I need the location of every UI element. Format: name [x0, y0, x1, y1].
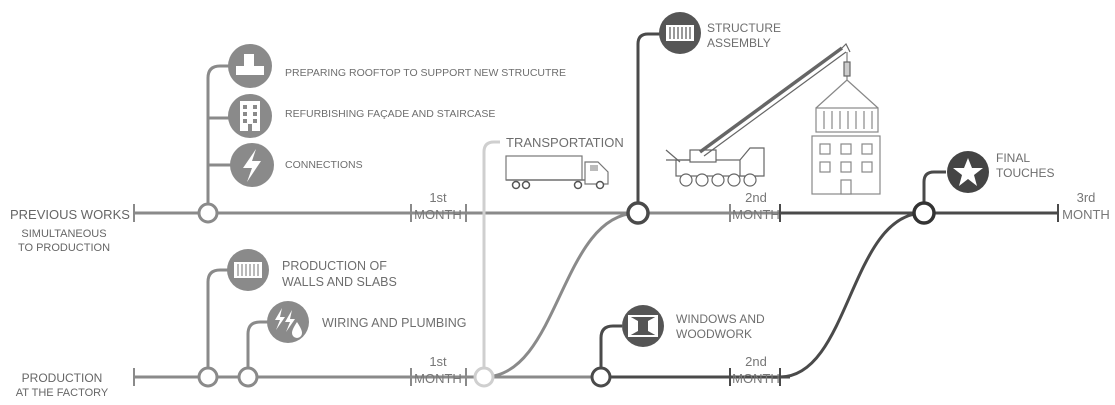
top-track-label: PREVIOUS WORKS SIMULTANEOUS TO PRODUCTIO…: [10, 207, 130, 254]
step-label-line-2: TOUCHES: [996, 166, 1054, 180]
top-track-subtitle-2: TO PRODUCTION: [18, 242, 110, 254]
step-label: REFURBISHING FAÇADE AND STAIRCASE: [285, 108, 495, 120]
month-word: MONTH: [414, 207, 462, 222]
month-marker-top-second: 2nd MONTH: [730, 190, 780, 222]
step-label-line-1: WINDOWS AND: [676, 312, 765, 326]
node-assembly: [628, 203, 648, 223]
month-number: 1st: [429, 354, 447, 369]
step-rooftop: PREPARING ROOFTOP TO SUPPORT NEW STRUCUT…: [228, 44, 566, 88]
node-windows: [592, 368, 610, 386]
step-windows: WINDOWS AND WOODWORK: [622, 305, 765, 347]
node-wiring: [239, 368, 257, 386]
month-marker-top-first: 1st MONTH: [411, 190, 466, 222]
building-illustration: [812, 80, 880, 194]
step-connections: CONNECTIONS: [230, 143, 363, 187]
step-label: TRANSPORTATION: [506, 135, 624, 150]
node-transportation: [475, 368, 493, 386]
month-marker-top-third: 3rd MONTH: [1058, 190, 1110, 222]
step-label-line-1: PRODUCTION OF: [282, 259, 387, 273]
month-number: 3rd: [1077, 190, 1096, 205]
window-icon: [622, 305, 664, 347]
top-track-title: PREVIOUS WORKS: [10, 207, 130, 222]
node-walls: [199, 368, 217, 386]
month-word: MONTH: [414, 371, 462, 386]
lightning-icon: [230, 143, 274, 187]
step-label: PREPARING ROOFTOP TO SUPPORT NEW STRUCUT…: [285, 67, 566, 79]
assembly-branch: [638, 34, 660, 213]
step-facade: REFURBISHING FAÇADE AND STAIRCASE: [228, 94, 495, 138]
step-label: WIRING AND PLUMBING: [322, 316, 466, 330]
step-final: FINAL TOUCHES: [947, 151, 1054, 193]
container-icon: [227, 249, 269, 291]
month-word: MONTH: [732, 207, 780, 222]
step-label-line-1: FINAL: [996, 151, 1030, 165]
rooftop-icon: [228, 44, 272, 88]
transportation-branch: [484, 142, 500, 377]
month-word: MONTH: [1062, 207, 1110, 222]
bottom-track-title: PRODUCTION: [22, 371, 103, 385]
bottom-track-subtitle: AT THE FACTORY: [16, 387, 109, 399]
month-marker-bottom-second: 2nd MONTH: [730, 354, 780, 386]
month-marker-bottom-first: 1st MONTH: [411, 354, 466, 386]
container-icon: [659, 12, 701, 54]
node-final: [914, 203, 934, 223]
transfer-curve-1: [484, 213, 638, 377]
top-track-subtitle-1: SIMULTANEOUS: [21, 228, 106, 240]
bottom-track-label: PRODUCTION AT THE FACTORY: [16, 371, 109, 399]
star-icon: [947, 151, 989, 193]
truck-icon: [506, 156, 608, 189]
building-icon: [228, 94, 272, 138]
transfer-curve-2: [780, 213, 924, 377]
step-wiring: WIRING AND PLUMBING: [267, 301, 466, 343]
step-label-line-2: ASSEMBLY: [707, 36, 771, 50]
step-label-line-1: STRUCTURE: [707, 21, 781, 35]
step-label-line-2: WOODWORK: [676, 327, 752, 341]
month-number: 2nd: [745, 354, 767, 369]
month-number: 1st: [429, 190, 447, 205]
step-label: CONNECTIONS: [285, 159, 363, 171]
step-assembly: STRUCTURE ASSEMBLY: [659, 12, 781, 54]
month-number: 2nd: [745, 190, 767, 205]
step-label-line-2: WALLS AND SLABS: [282, 275, 397, 289]
node-previous-works: [199, 204, 217, 222]
previous-works-branch: [208, 66, 232, 213]
step-walls: PRODUCTION OF WALLS AND SLABS: [227, 249, 397, 291]
step-transportation: TRANSPORTATION: [506, 135, 624, 189]
water-lightning-icon: [267, 301, 309, 343]
walls-branch: [208, 270, 228, 377]
month-word: MONTH: [732, 371, 780, 386]
